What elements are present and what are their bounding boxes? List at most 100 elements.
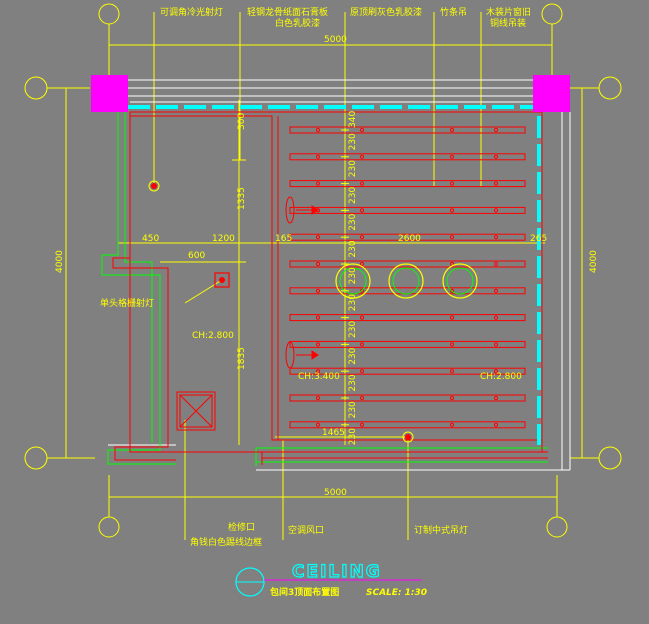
slat-hanger-point <box>315 261 321 267</box>
slat-hanger-point <box>315 154 321 159</box>
spotlight-icon <box>151 183 157 189</box>
slat-hanger-point <box>493 154 499 159</box>
slat-hanger-point <box>359 395 365 401</box>
label-grey-latex-paint: 原顶刷灰色乳胶漆 <box>350 6 422 18</box>
grille-spotlight-icon <box>214 272 230 288</box>
wood-slat <box>289 340 526 348</box>
slat-hanger-point <box>315 288 321 293</box>
dim-left-height: 4000 <box>55 250 65 273</box>
slat-hanger-point <box>359 315 365 320</box>
slat-spacing-label: 230 <box>348 160 358 177</box>
slat-hanger-point <box>493 127 499 133</box>
label-grille-spotlight: 单头格栅射灯 <box>100 297 154 309</box>
slat-spacing-label: 230 <box>348 133 358 150</box>
slat-spacing-label: 230 <box>348 267 358 284</box>
slat-hanger-point <box>449 127 455 133</box>
pendant-lamp <box>388 263 424 299</box>
wood-slat <box>289 153 526 161</box>
label-ac-vent: 空调风口 <box>288 524 324 536</box>
dim-265: 265 <box>530 234 547 244</box>
wood-slat <box>289 233 526 241</box>
grid-bubble-left-bottom <box>24 446 48 470</box>
slat-spacing-label: 340 <box>348 111 358 128</box>
slat-hanger-point <box>449 395 455 401</box>
label-access-panel: 检修口 <box>228 521 255 533</box>
slat-hanger-point <box>315 395 321 401</box>
wood-slat <box>289 287 526 295</box>
slat-hanger-point <box>493 395 499 401</box>
wood-slat <box>289 367 526 375</box>
slat-hanger-point <box>315 422 321 427</box>
slat-spacing-label: 230 <box>348 213 358 230</box>
slat-hanger-point <box>449 208 455 213</box>
spotlight-icon <box>405 434 411 440</box>
dim-right-height: 4000 <box>589 250 599 273</box>
columns <box>91 75 570 112</box>
wood-slat <box>289 180 526 188</box>
led-strips <box>128 105 541 445</box>
grid-bubble-bottom-left <box>98 516 120 538</box>
slat-hanger-point <box>493 342 499 347</box>
slat-hanger-point <box>359 422 365 427</box>
slat-hanger-point <box>315 127 321 133</box>
slat-hanger-point <box>493 288 499 293</box>
grid-bubble-right-bottom <box>598 446 622 470</box>
green-trim <box>101 112 548 466</box>
label-chinese-pendant: 订制中式吊灯 <box>414 524 468 536</box>
title-scale: SCALE: 1:30 <box>366 588 427 598</box>
ceiling-height-right: CH:2.800 <box>480 372 522 382</box>
slat-hanger-point <box>315 235 321 240</box>
access-hatch <box>176 391 216 431</box>
slat-hanger-point <box>449 181 455 186</box>
slat-hanger-point <box>359 342 365 347</box>
slat-spacing-label: 230 <box>348 428 358 445</box>
grid-bubble-top-right <box>541 3 563 25</box>
slat-hanger-point <box>493 208 499 213</box>
wood-slat <box>289 421 526 429</box>
wood-slat <box>289 126 526 134</box>
label-gypsum-board: 轻钢龙骨纸面石膏板 <box>247 6 328 18</box>
slat-spacing-label: 230 <box>348 294 358 311</box>
column-right <box>533 75 570 112</box>
column-left <box>91 75 128 112</box>
title-block: CEILING 包间3顶面布置图 SCALE: 1:30 <box>235 561 427 598</box>
grid-bubble-left-top <box>24 76 48 100</box>
slat-hanger-point <box>449 342 455 347</box>
label-white-trim-frame: 角钱白色踢线边框 <box>190 536 262 548</box>
slat-hanger-point <box>359 154 365 159</box>
slat-spacing-label: 230 <box>348 187 358 204</box>
air-vent-icon <box>285 196 319 224</box>
label-white-latex-paint: 白色乳胶漆 <box>275 17 320 29</box>
dim-300: 300 <box>237 113 247 130</box>
slat-hanger-point <box>449 288 455 293</box>
slat-hanger-point <box>359 127 365 133</box>
title-heading: CEILING <box>292 562 382 582</box>
label-copper-hanger: 铜线吊装 <box>490 17 526 29</box>
dim-450: 450 <box>142 234 159 244</box>
slat-hanger-point <box>449 422 455 427</box>
dim-600: 600 <box>188 251 205 261</box>
ceiling-outlines <box>112 111 548 465</box>
slat-hanger-point <box>315 181 321 186</box>
slat-spacing-label: 230 <box>348 321 358 338</box>
dim-1835: 1835 <box>237 347 247 370</box>
wood-slat-group <box>289 126 526 429</box>
slat-hanger-point <box>359 369 365 374</box>
grid-bubble-right-top <box>598 76 622 100</box>
slat-hanger-point <box>449 315 455 320</box>
dim-bottom-width: 5000 <box>324 488 347 498</box>
grid-bubble-bottom-right <box>546 516 568 538</box>
slat-hanger-point <box>449 369 455 374</box>
ceiling-height-left: CH:2.800 <box>192 331 234 341</box>
slat-spacing-label: 230 <box>348 401 358 418</box>
slat-hanger-point <box>315 369 321 374</box>
air-vent-icon <box>285 341 319 369</box>
slat-hanger-point <box>449 154 455 159</box>
dim-1335: 1335 <box>237 187 247 210</box>
slat-hanger-point <box>493 422 499 427</box>
slat-hanger-point <box>359 235 365 240</box>
slat-hanger-point <box>359 208 365 213</box>
slat-hanger-point <box>493 235 499 240</box>
